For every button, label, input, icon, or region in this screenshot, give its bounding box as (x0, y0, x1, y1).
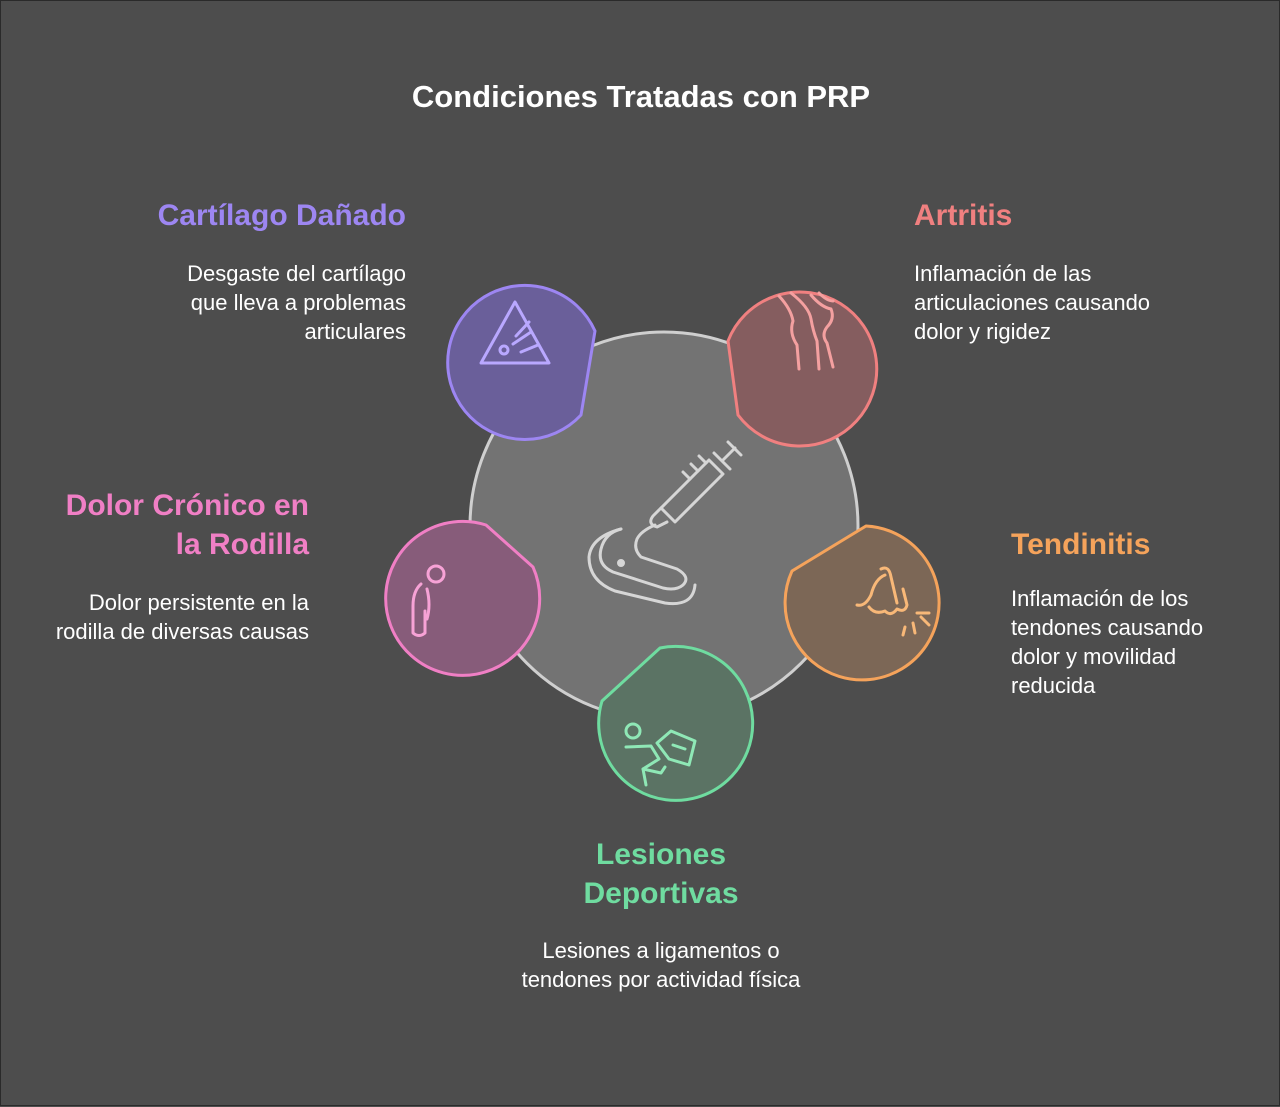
warning-triangle-icon (479, 300, 551, 365)
lesiones-pin (597, 644, 755, 802)
tendinitis-pin (783, 524, 941, 682)
artritis-heading: Artritis (914, 199, 1013, 232)
lesiones-heading: Lesiones Deportivas (583, 838, 739, 910)
artritis-pin (726, 290, 879, 448)
dolor-pin (384, 519, 542, 677)
lesiones-description: Lesiones a ligamentos o tendones por act… (521, 938, 801, 992)
diagram-title: Condiciones Tratadas con PRP (411, 79, 871, 114)
tendinitis-description: Inflamación de los tendones causando dol… (1011, 586, 1204, 698)
artritis-description: Inflamación de las articulaciones causan… (914, 261, 1151, 344)
injured-athlete-icon (624, 722, 697, 787)
cartilago-description: Desgaste del cartílago que lleva a probl… (187, 261, 406, 344)
syringe-icon (587, 440, 743, 606)
pointing-hand-icon (855, 566, 931, 637)
tendinitis-heading: Tendinitis (1011, 528, 1151, 561)
dolor-heading: Dolor Crónico en la Rodilla (65, 489, 309, 561)
cartilago-heading: Cartílago Dañado (157, 199, 406, 232)
knee-joint-icon (777, 291, 835, 371)
dolor-description: Dolor persistente en la rodilla de diver… (55, 590, 309, 644)
hunched-person-icon (411, 564, 446, 637)
